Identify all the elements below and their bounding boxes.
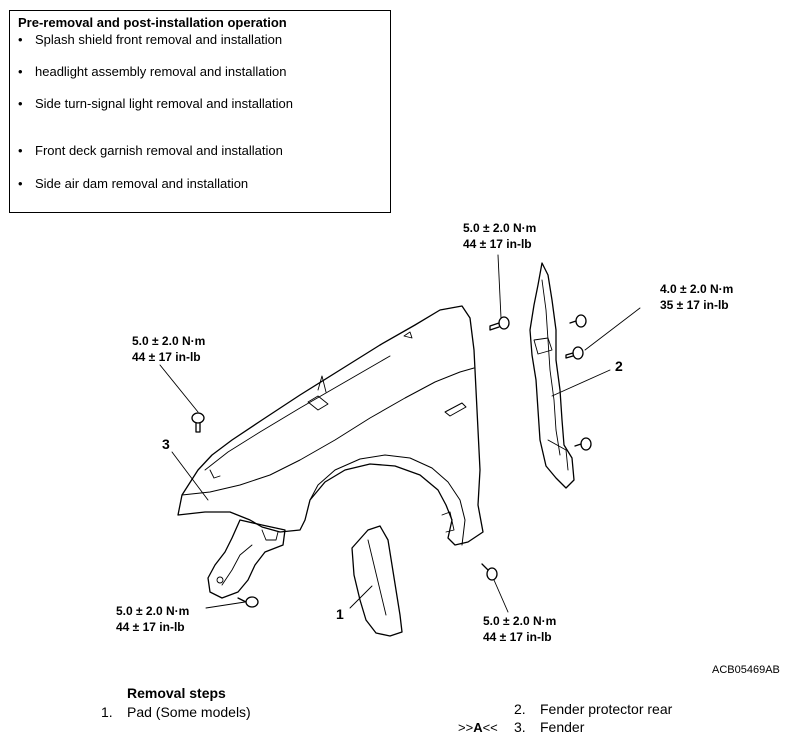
bolt-icon (574, 437, 592, 451)
removal-step: 2. Fender protector rear (514, 701, 672, 717)
torque-inlb: 44 ± 17 in-lb (132, 350, 201, 364)
marker-letter: A (473, 720, 483, 735)
step-number: 3. (514, 719, 526, 735)
torque-spec-top-center: 5.0 ± 2.0 N·m 44 ± 17 in-lb (463, 220, 536, 252)
step-label: Pad (Some models) (127, 704, 251, 720)
bolt-icon (481, 563, 498, 581)
bolt-icon (565, 346, 584, 360)
bullet-icon: • (18, 64, 23, 79)
removal-steps-title: Removal steps (127, 685, 226, 701)
bullet-icon: • (18, 143, 23, 158)
step-label: Fender (540, 719, 585, 735)
fender-protector-rear-part (529, 262, 575, 489)
pre-removal-item: • Side turn-signal light removal and inst… (18, 96, 293, 111)
marker-prefix: >> (458, 720, 474, 735)
pre-removal-item-label: Front deck garnish removal and installat… (35, 143, 283, 158)
bolt-icon (191, 412, 205, 433)
step-label: Fender protector rear (540, 701, 673, 717)
callout-2: 2 (615, 358, 623, 374)
step-number: 2. (514, 701, 526, 717)
bullet-icon: • (18, 32, 23, 47)
pre-removal-item: • Splash shield front removal and install… (18, 32, 282, 47)
removal-step: 1. Pad (Some models) (101, 704, 251, 720)
bolts (191, 314, 592, 608)
pre-removal-item: • Front deck garnish removal and installa… (18, 143, 283, 158)
callout-3: 3 (162, 436, 170, 452)
bolt-icon (489, 316, 510, 331)
pad-part (351, 525, 403, 637)
pre-removal-box: Pre-removal and post-installation operat… (9, 10, 391, 213)
removal-step: >>A<<3.Fender (458, 719, 584, 735)
pre-removal-item-label: Side air dam removal and installation (35, 176, 249, 191)
torque-nm: 5.0 ± 2.0 N·m (132, 334, 206, 348)
torque-spec-bottom-right: 5.0 ± 2.0 N·m 44 ± 17 in-lb (483, 613, 556, 645)
step-number: 1. (101, 704, 113, 720)
pre-removal-item-label: Side turn-signal light removal and insta… (35, 96, 293, 111)
torque-nm: 5.0 ± 2.0 N·m (463, 221, 537, 235)
fender-part (177, 305, 484, 546)
marker-suffix: << (482, 720, 498, 735)
torque-spec-right: 4.0 ± 2.0 N·m 35 ± 17 in-lb (660, 281, 733, 313)
pre-removal-item: • headlight assembly removal and installa… (18, 64, 286, 79)
pre-removal-item-label: Splash shield front removal and installa… (35, 32, 283, 47)
torque-nm: 5.0 ± 2.0 N·m (116, 604, 190, 618)
torque-spec-bottom-left: 5.0 ± 2.0 N·m 44 ± 17 in-lb (116, 603, 189, 635)
torque-inlb: 44 ± 17 in-lb (463, 237, 532, 251)
bolt-icon (569, 314, 587, 328)
torque-inlb: 35 ± 17 in-lb (660, 298, 729, 312)
torque-nm: 4.0 ± 2.0 N·m (660, 282, 734, 296)
callout-1: 1 (336, 606, 344, 622)
torque-inlb: 44 ± 17 in-lb (116, 620, 185, 634)
bolt-icon (237, 596, 259, 608)
pre-removal-item: • Side air dam removal and installation (18, 176, 248, 191)
leader-lines (159, 254, 641, 613)
bullet-icon: • (18, 96, 23, 111)
torque-spec-left: 5.0 ± 2.0 N·m 44 ± 17 in-lb (132, 333, 205, 365)
step-marker: >>A<< (458, 720, 514, 735)
pre-removal-title: Pre-removal and post-installation operat… (18, 15, 287, 30)
bullet-icon: • (18, 176, 23, 191)
figure-code: ACB05469AB (712, 664, 780, 676)
torque-nm: 5.0 ± 2.0 N·m (483, 614, 557, 628)
fender-bracket (207, 519, 286, 599)
torque-inlb: 44 ± 17 in-lb (483, 630, 552, 644)
pre-removal-item-label: headlight assembly removal and installat… (35, 64, 287, 79)
